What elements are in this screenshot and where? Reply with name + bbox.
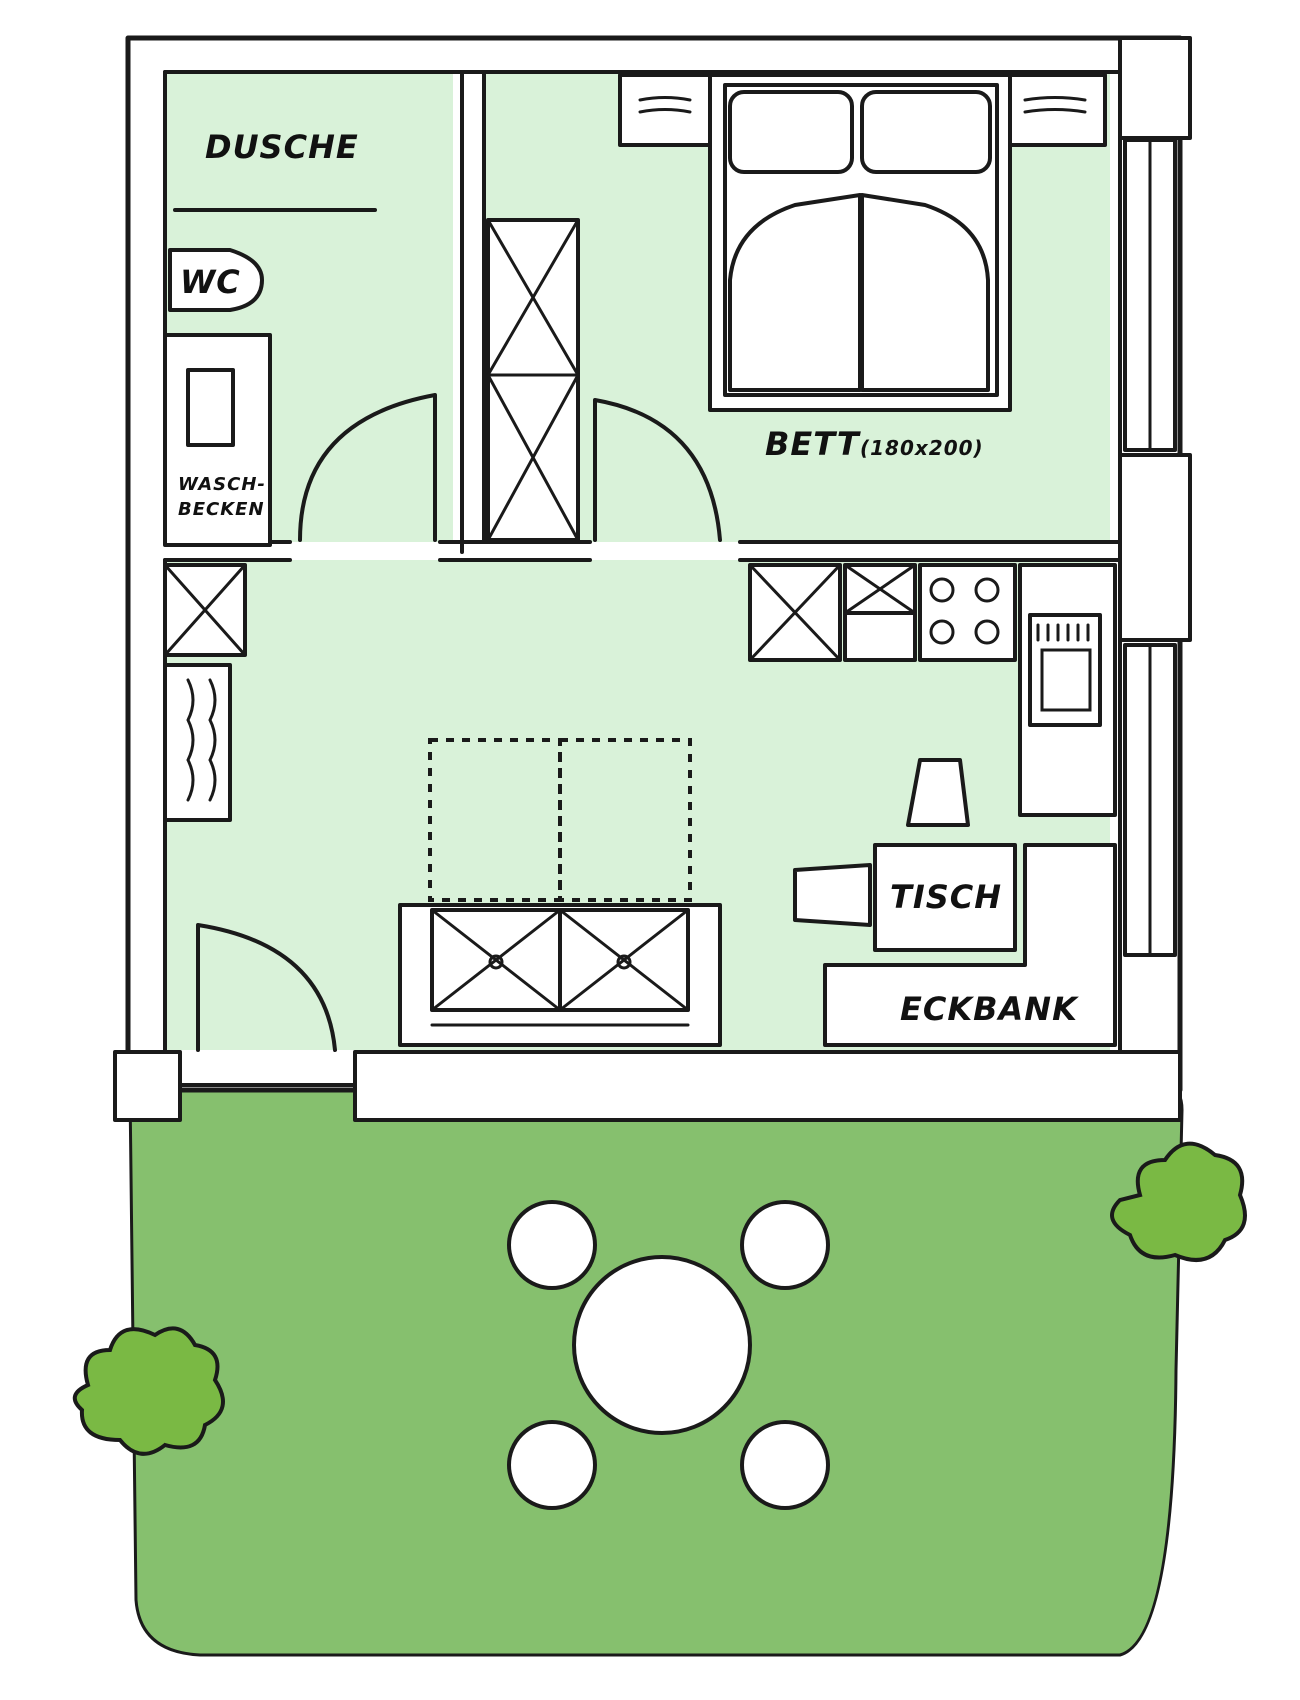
terrace-chair-1	[507, 1200, 597, 1290]
tisch	[873, 843, 1017, 952]
sofa-button-left	[488, 954, 504, 970]
door-bathroom	[298, 393, 437, 542]
nightstand-right-lines	[1023, 96, 1087, 114]
wardrobe-x2	[486, 218, 580, 377]
shrub-right	[1110, 1141, 1247, 1262]
label-wc: WC	[180, 263, 241, 301]
kitchen-cabinet-2-x2	[843, 563, 917, 615]
terrace-chair-2	[740, 1200, 830, 1290]
terrace-table	[572, 1255, 752, 1435]
terrace-chair-4	[740, 1420, 830, 1510]
washbasin-bowl	[186, 368, 235, 447]
kitchen-cabinet-3	[843, 611, 917, 662]
wc-fixture	[168, 248, 264, 312]
pillow-left	[728, 90, 854, 174]
label-bett-size: (180x200)	[860, 436, 984, 460]
burner-4	[974, 619, 1000, 645]
wardrobe	[486, 218, 580, 542]
window-right-mid-cap	[1118, 453, 1192, 642]
sink-drainer	[1036, 623, 1090, 642]
duvet-left	[728, 193, 862, 392]
sofa-button-right	[616, 954, 632, 970]
burner-2	[974, 577, 1000, 603]
wall-bottom-right	[353, 1050, 1182, 1122]
terrace-chair-3	[507, 1420, 597, 1510]
label-waschbecken-1: WASCH-	[178, 474, 266, 495]
stove	[918, 563, 1017, 662]
pillow-right	[860, 90, 992, 174]
burner-3	[929, 619, 955, 645]
shoe-rack-lines	[186, 678, 217, 802]
eckbank	[823, 843, 1117, 1047]
sofa-extension-right	[558, 738, 692, 902]
nightstand-left-lines	[638, 96, 692, 114]
sink-bowl	[1040, 648, 1092, 712]
wall-bottom-left	[113, 1050, 182, 1122]
duvet-right	[860, 193, 990, 392]
burner-1	[929, 577, 955, 603]
kitchen-cabinet-1-x2	[748, 563, 842, 662]
label-tisch: TISCH	[890, 878, 1002, 916]
shoe-rack	[163, 663, 232, 822]
cabinet-left-x2	[163, 563, 247, 657]
label-bett: BETT	[765, 425, 861, 463]
label-dusche: DUSCHE	[205, 128, 359, 166]
window-right-top-cap	[1118, 36, 1192, 140]
chair-left	[793, 863, 872, 927]
chair-top	[906, 758, 970, 827]
door-entrance	[196, 923, 337, 1052]
sofa-cushion-left-x2	[430, 908, 562, 1012]
wardrobe-x4	[486, 373, 580, 542]
label-waschbecken-2: BECKEN	[178, 499, 265, 520]
door-bedroom	[593, 398, 722, 542]
shrub-left	[72, 1326, 225, 1456]
sofa-cushion-right-x2	[558, 908, 690, 1012]
label-eckbank: ECKBANK	[900, 990, 1079, 1028]
